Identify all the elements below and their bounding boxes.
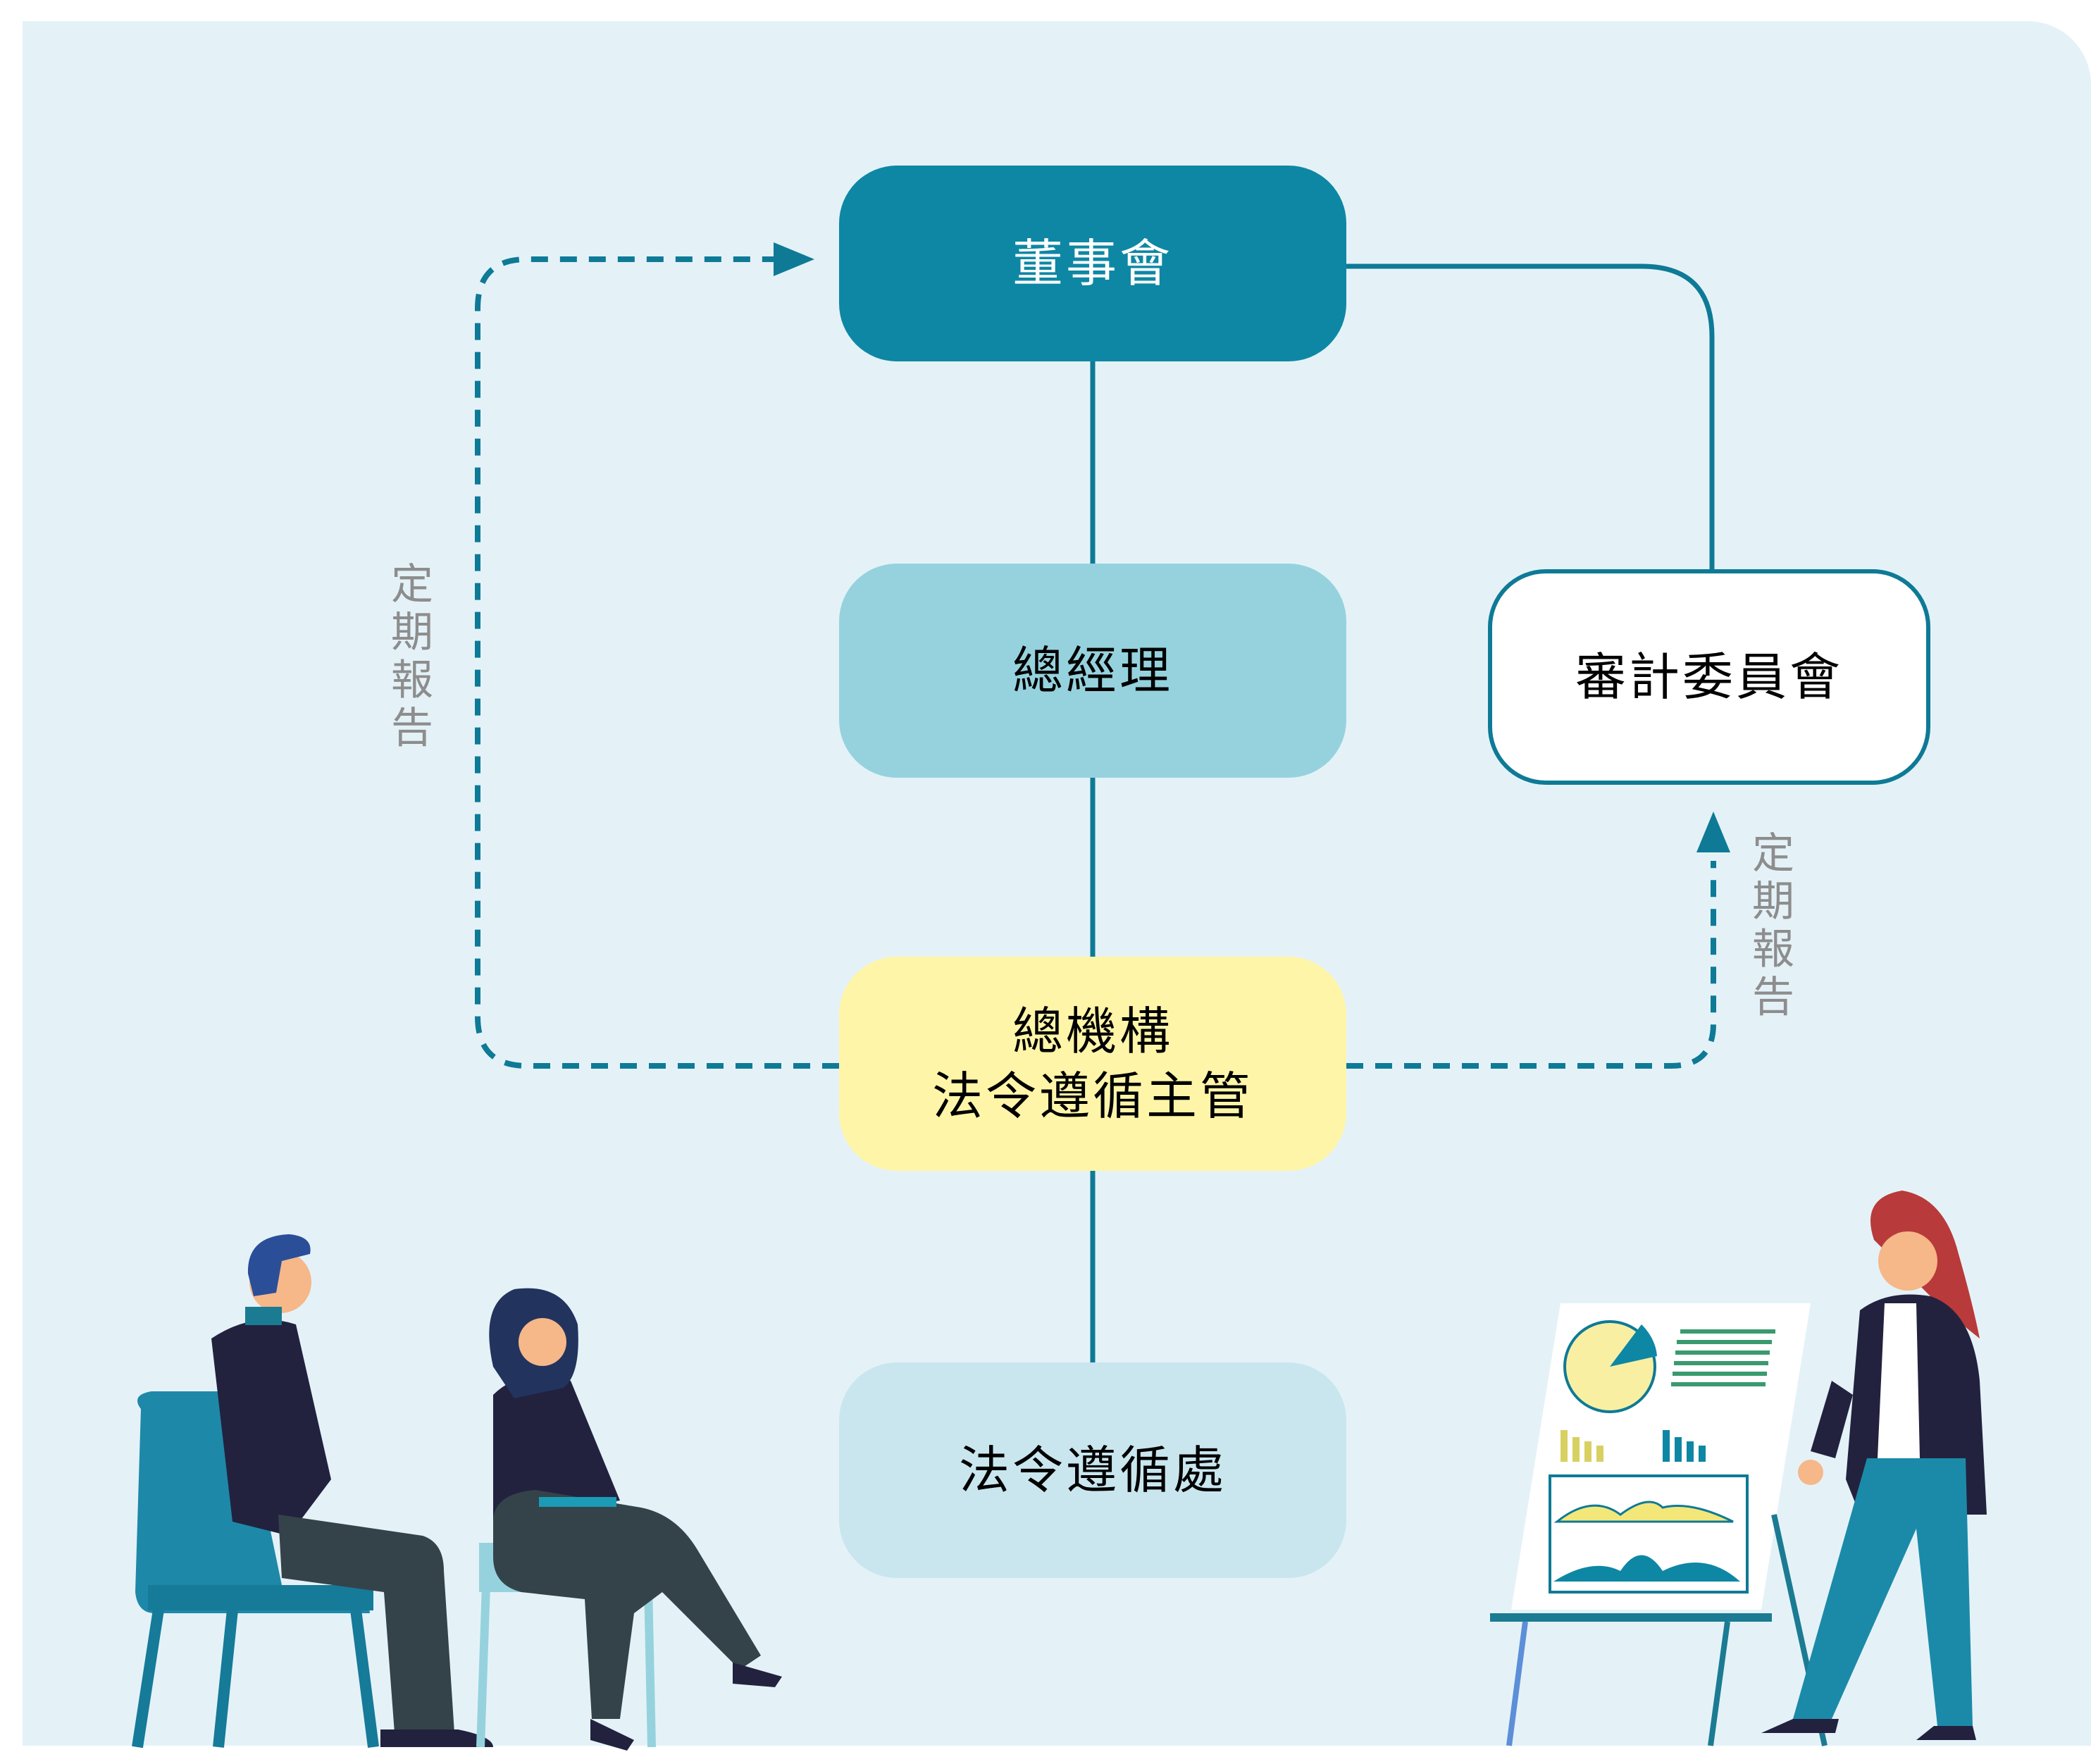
presentation-easel-illustration [1490,1303,1828,1746]
node-audit-committee-label: 審計委員會 [1575,647,1843,707]
node-compliance-dept: 法令遵循處 [839,1362,1346,1578]
node-audit-committee: 審計委員會 [1488,569,1930,785]
report-arrow-to-board [774,242,814,276]
report-arrow-to-audit [1696,812,1730,852]
node-board: 董事會 [839,166,1346,361]
node-compliance-dept-label: 法令遵循處 [958,1441,1227,1500]
node-general-manager: 總經理 [839,564,1346,778]
periodic-report-label-right: 定期報告 [1752,829,1794,1022]
node-chief-label-line1: 總機構 [1012,1002,1173,1061]
node-board-label: 董事會 [1012,234,1173,293]
node-chief-compliance-officer: 總機構 法令遵循主管 [839,957,1346,1171]
periodic-report-label-left: 定期報告 [391,560,433,753]
node-general-manager-label: 總經理 [1012,641,1173,700]
report-line-to-audit [1346,861,1716,1069]
node-chief-label-line2: 法令遵循主管 [931,1067,1253,1126]
seated-woman-illustration [476,1288,782,1751]
connector-board-audit [1346,263,1715,569]
seated-man-illustration [132,1234,493,1749]
report-line-to-board [475,256,839,1069]
standing-presenter-illustration [1761,1191,1987,1740]
